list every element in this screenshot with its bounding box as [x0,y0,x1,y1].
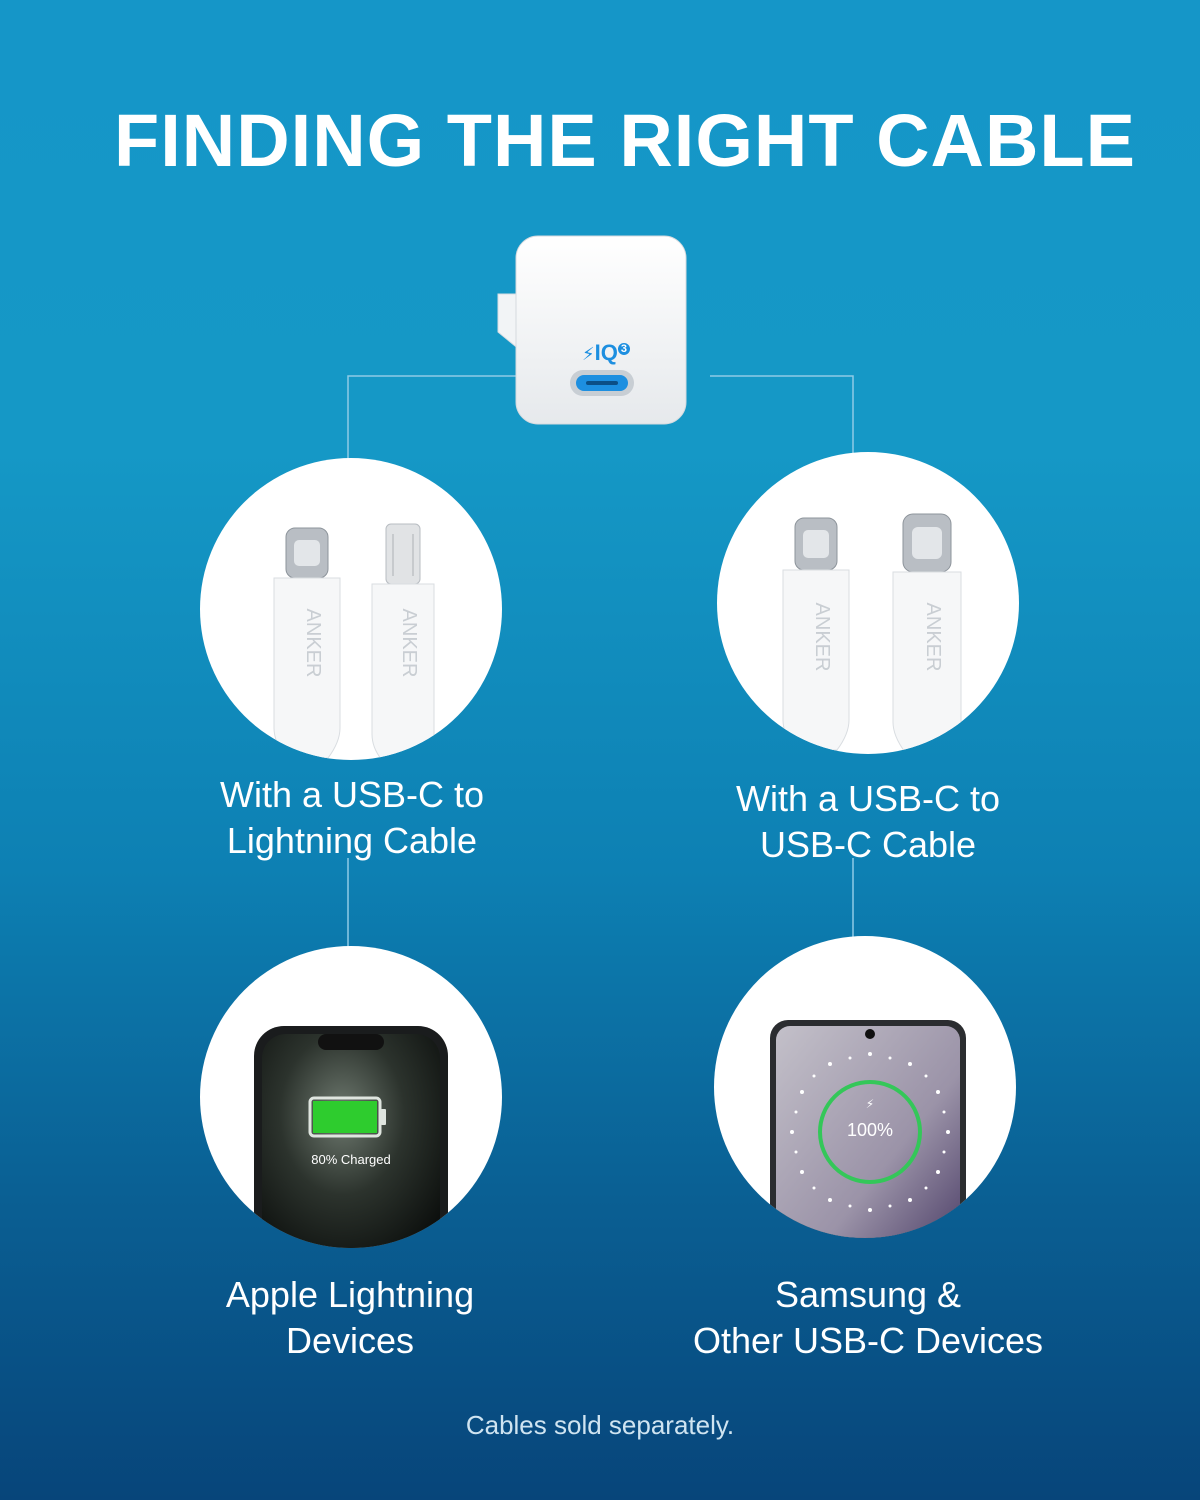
samsung-image: ⚡ 100% [714,936,1016,1238]
iq-badge-sup: 3 [617,342,630,355]
usbc-devices-label-line1: Samsung & [774,1274,962,1315]
lightning-cable-label: With a USB-C to Lightning Cable [152,772,552,864]
lightning-cable-label-line1: With a USB-C to [219,774,485,815]
iq-badge-text: IQ [594,340,618,365]
footnote: Cables sold separately. [465,1410,735,1440]
iphone-image: 80% Charged [200,946,502,1248]
right-cable-brand-2: ANKER [922,603,944,672]
right-cable-brand: ANKER [811,603,833,672]
apple-devices-label-line2: Devices [285,1320,415,1361]
apple-devices-label: Apple Lightning Devices [150,1272,550,1364]
apple-devices-label-line1: Apple Lightning [225,1274,475,1315]
usbc-devices-label-line2: Other USB-C Devices [692,1320,1044,1361]
usbc-cable-image: ANKER ANKER [717,452,1019,754]
left-cable-brand-2: ANKER [398,609,420,678]
usbc-devices-label: Samsung & Other USB-C Devices [668,1272,1068,1364]
usbc-cable-label-line1: With a USB-C to [735,778,1001,819]
iphone-charge-text: 80% Charged [311,1152,391,1167]
left-cable-brand: ANKER [302,609,324,678]
samsung-charge-text: 100% [846,1120,894,1140]
page-title: FINDING THE RIGHT CABLE [114,99,1136,182]
lightning-cable-label-line2: Lightning Cable [226,820,478,861]
usbc-cable-label-line2: USB-C Cable [759,824,977,865]
lightning-cable-image: ANKER ANKER [200,458,502,760]
usbc-cable-label: With a USB-C to USB-C Cable [668,776,1068,868]
svg-text:⚡: ⚡ [866,1097,874,1111]
